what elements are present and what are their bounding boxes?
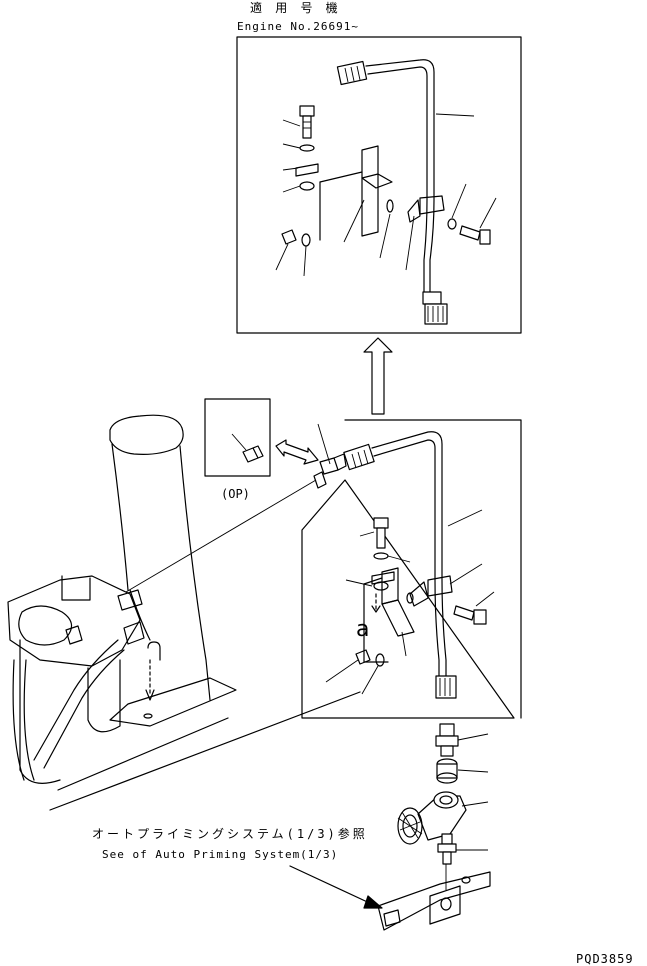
priming-pump-icon — [397, 791, 467, 845]
washer-icon — [373, 552, 389, 560]
washer-icon — [299, 181, 315, 191]
up-arrow-icon — [363, 337, 393, 415]
detail-marker-a: a — [356, 617, 369, 642]
bolt-icon — [373, 517, 389, 549]
leader-line — [275, 243, 289, 271]
plug-icon — [242, 445, 264, 463]
drawing-id: PQD3859 — [576, 952, 634, 966]
leader-line — [451, 183, 467, 219]
leader-line — [401, 631, 407, 657]
leader-line — [282, 167, 299, 171]
washer-icon — [375, 653, 385, 667]
leader-line — [303, 245, 307, 277]
washer-icon — [373, 581, 389, 591]
leader-line — [343, 199, 365, 243]
priming-parts — [377, 723, 491, 931]
engine-number-label: Engine No.26691~ — [237, 20, 359, 33]
washer-icon — [386, 199, 394, 213]
fuel-pipe-top — [336, 59, 448, 325]
pipe-clamp-main — [427, 575, 453, 597]
fuel-pipe-main — [343, 431, 457, 699]
washer-icon — [406, 592, 414, 604]
washer-icon — [299, 144, 315, 152]
leader-line — [282, 119, 301, 127]
washer-icon — [301, 233, 311, 247]
reference-note-en: See of Auto Priming System(1/3) — [102, 848, 338, 861]
reference-note-jp: オートプライミングシステム(1/3)参照 — [92, 826, 368, 841]
leader-line — [345, 579, 373, 587]
engine-assembly — [7, 414, 361, 811]
leader-line — [361, 665, 379, 695]
nipple-icon — [437, 833, 457, 865]
bolt-icon — [459, 225, 491, 245]
leader-line — [435, 113, 475, 117]
leader-line — [379, 213, 391, 259]
nut-icon — [355, 649, 371, 665]
plate-icon — [295, 163, 319, 177]
leader-line — [387, 555, 411, 563]
top-detail-box — [236, 36, 522, 334]
leader-line — [475, 591, 495, 607]
leader-line — [282, 143, 301, 149]
leader-line — [325, 659, 359, 683]
bolt-icon — [299, 105, 315, 139]
leader-line — [359, 531, 375, 537]
bracket-top — [319, 145, 393, 241]
leader-line — [479, 197, 497, 229]
leader-line — [282, 185, 301, 193]
direction-arrow-icon — [371, 605, 381, 613]
reference-arrow-icon — [289, 865, 383, 909]
applicable-machine-label: 適 用 号 機 — [250, 0, 341, 15]
option-box — [204, 398, 271, 477]
adapter-icon — [436, 758, 458, 784]
pipe-clamp-top — [419, 195, 445, 215]
double-arrow-icon — [275, 439, 319, 465]
leader-line — [449, 563, 483, 585]
option-label: (OP) — [221, 487, 250, 501]
leader-line — [447, 509, 483, 527]
washer-icon — [447, 218, 457, 230]
leader-line — [405, 215, 415, 271]
nut-icon — [281, 229, 297, 245]
bolt-icon — [453, 605, 487, 625]
plate-icon — [371, 571, 395, 585]
main-detail-box: a — [301, 419, 522, 719]
connector-icon — [435, 723, 459, 757]
bracket-plate-icon — [377, 864, 491, 931]
fitting-icon — [313, 453, 347, 489]
